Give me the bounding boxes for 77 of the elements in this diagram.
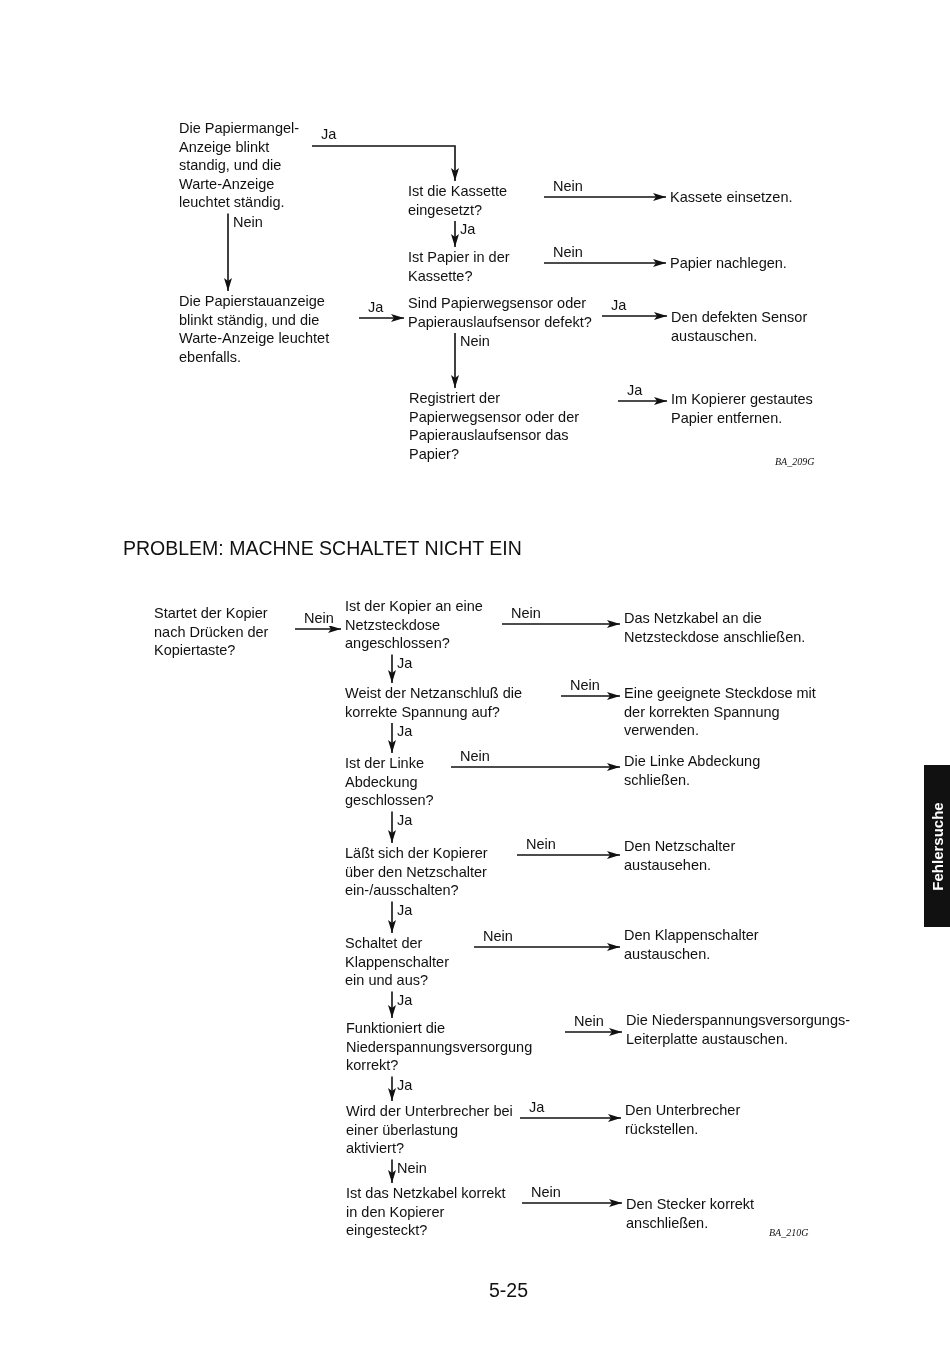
step-text: Ist die Kassette eingesetzt? xyxy=(408,182,540,219)
edge-label: Nein xyxy=(530,1184,562,1200)
step-text: Funktioniert die Niederspannungsversorgung korrekt? xyxy=(346,1019,561,1075)
step-text: Im Kopierer gestautes Papier entfernen. xyxy=(671,390,846,427)
edge-label: Nein xyxy=(573,1013,605,1029)
arrow xyxy=(388,990,396,1019)
step-text: Den Unterbrecher rückstellen. xyxy=(625,1101,775,1138)
arrow xyxy=(388,722,396,754)
edge-label: Nein xyxy=(525,836,557,852)
edge-label: Ja xyxy=(610,297,628,313)
edge-label: Nein xyxy=(459,748,491,764)
arrow xyxy=(617,397,668,405)
edge-label: Nein xyxy=(482,928,514,944)
arrow xyxy=(388,810,396,844)
arrow xyxy=(501,620,621,628)
arrow xyxy=(388,1075,396,1102)
step-text: Das Netzkabel an die Netzsteckdose anschließen. xyxy=(624,609,839,646)
step-text: Ist der Linke Abdeckung geschlossen? xyxy=(345,754,447,810)
step-text: Wird der Unterbrecher bei einer überlastung aktiviert? xyxy=(346,1102,516,1158)
edge-label: Nein xyxy=(510,605,542,621)
arrow xyxy=(521,1199,623,1207)
step-text: Den defekten Sensor austauschen. xyxy=(671,308,836,345)
step-text: Den Stecker korrekt anschließen. xyxy=(626,1195,766,1232)
edge-label: Ja xyxy=(528,1099,546,1115)
step-text: Läßt sich der Kopierer über den Netzschalter ein-/ausschalten? xyxy=(345,844,513,900)
edge-label: Ja xyxy=(320,126,338,142)
figure-code: BA_210G xyxy=(769,1227,809,1238)
step-text: Registriert der Papierwegsensor oder der Papierauslaufsensor das Papier? xyxy=(409,389,614,463)
step-text: Eine geeignete Steckdose mit der korrekten Spannung verwenden. xyxy=(624,684,824,740)
step-text: Papier nachlegen. xyxy=(670,254,835,273)
edge-label: Nein xyxy=(459,333,491,349)
edge-label: Ja xyxy=(459,221,477,237)
step-text: Weist der Netzanschluß die korrekte Spannung auf? xyxy=(345,684,557,721)
page-number: 5-25 xyxy=(489,1279,529,1302)
step-text: Die Papierstauanzeige blinkt ständig, und die Warte-Anzeige leuchtet ebenfalls. xyxy=(179,292,355,366)
edge-label: Nein xyxy=(552,244,584,260)
arrow xyxy=(388,1158,396,1184)
arrow xyxy=(450,763,621,771)
edge-label: Ja xyxy=(626,382,644,398)
edge-label: Nein xyxy=(396,1159,428,1176)
section-heading: PROBLEM: MACHNE SCHALTET NICHT EIN xyxy=(123,537,522,560)
step-text: Den Klappenschalter austauschen. xyxy=(624,926,794,963)
step-text: Ist das Netzkabel korrekt in den Kopierer eingesteckt? xyxy=(346,1184,518,1240)
step-text: Kassete einsetzen. xyxy=(670,188,835,207)
step-text: Sind Papierwegsensor oder Papierauslaufsensor defekt? xyxy=(408,294,598,331)
arrow xyxy=(294,625,342,633)
chapter-tab: Fehlersuche xyxy=(924,765,950,927)
arrow xyxy=(388,653,396,684)
arrow xyxy=(311,145,459,182)
step-text: Die Linke Abdeckung schließen. xyxy=(624,752,794,789)
arrow xyxy=(543,259,667,267)
arrow xyxy=(560,692,621,700)
arrow xyxy=(451,332,459,389)
arrow xyxy=(388,900,396,934)
arrow xyxy=(451,220,459,248)
arrow xyxy=(224,212,232,292)
arrow xyxy=(601,312,668,320)
step-text: Die Niederspannungsversorgungs-Leiterplatte austauschen. xyxy=(626,1011,856,1048)
arrow xyxy=(519,1114,622,1122)
edge-label: Nein xyxy=(232,213,264,230)
arrow xyxy=(473,943,621,951)
edge-label: Ja xyxy=(396,723,414,739)
edge-label: Nein xyxy=(552,178,584,194)
step-text: Ist Papier in der Kassette? xyxy=(408,248,540,285)
edge-label: Nein xyxy=(303,610,335,626)
edge-label: Ja xyxy=(367,299,385,315)
step-text: Startet der Kopier nach Drücken der Kopiertaste? xyxy=(154,604,291,660)
arrow xyxy=(358,314,405,322)
arrow xyxy=(543,193,667,201)
step-text: Ist der Kopier an eine Netzsteckdose angeschlossen? xyxy=(345,597,498,653)
arrow xyxy=(516,851,621,859)
step-text: Die Papiermangel-Anzeige blinkt standig, und die Warte-Anzeige leuchtet ständig. xyxy=(179,119,314,212)
figure-code: BA_209G xyxy=(775,456,815,467)
arrow xyxy=(564,1028,623,1036)
step-text: Schaltet der Klappenschalter ein und aus? xyxy=(345,934,470,990)
step-text: Den Netzschalter austausehen. xyxy=(624,837,774,874)
edge-label: Nein xyxy=(569,677,601,693)
